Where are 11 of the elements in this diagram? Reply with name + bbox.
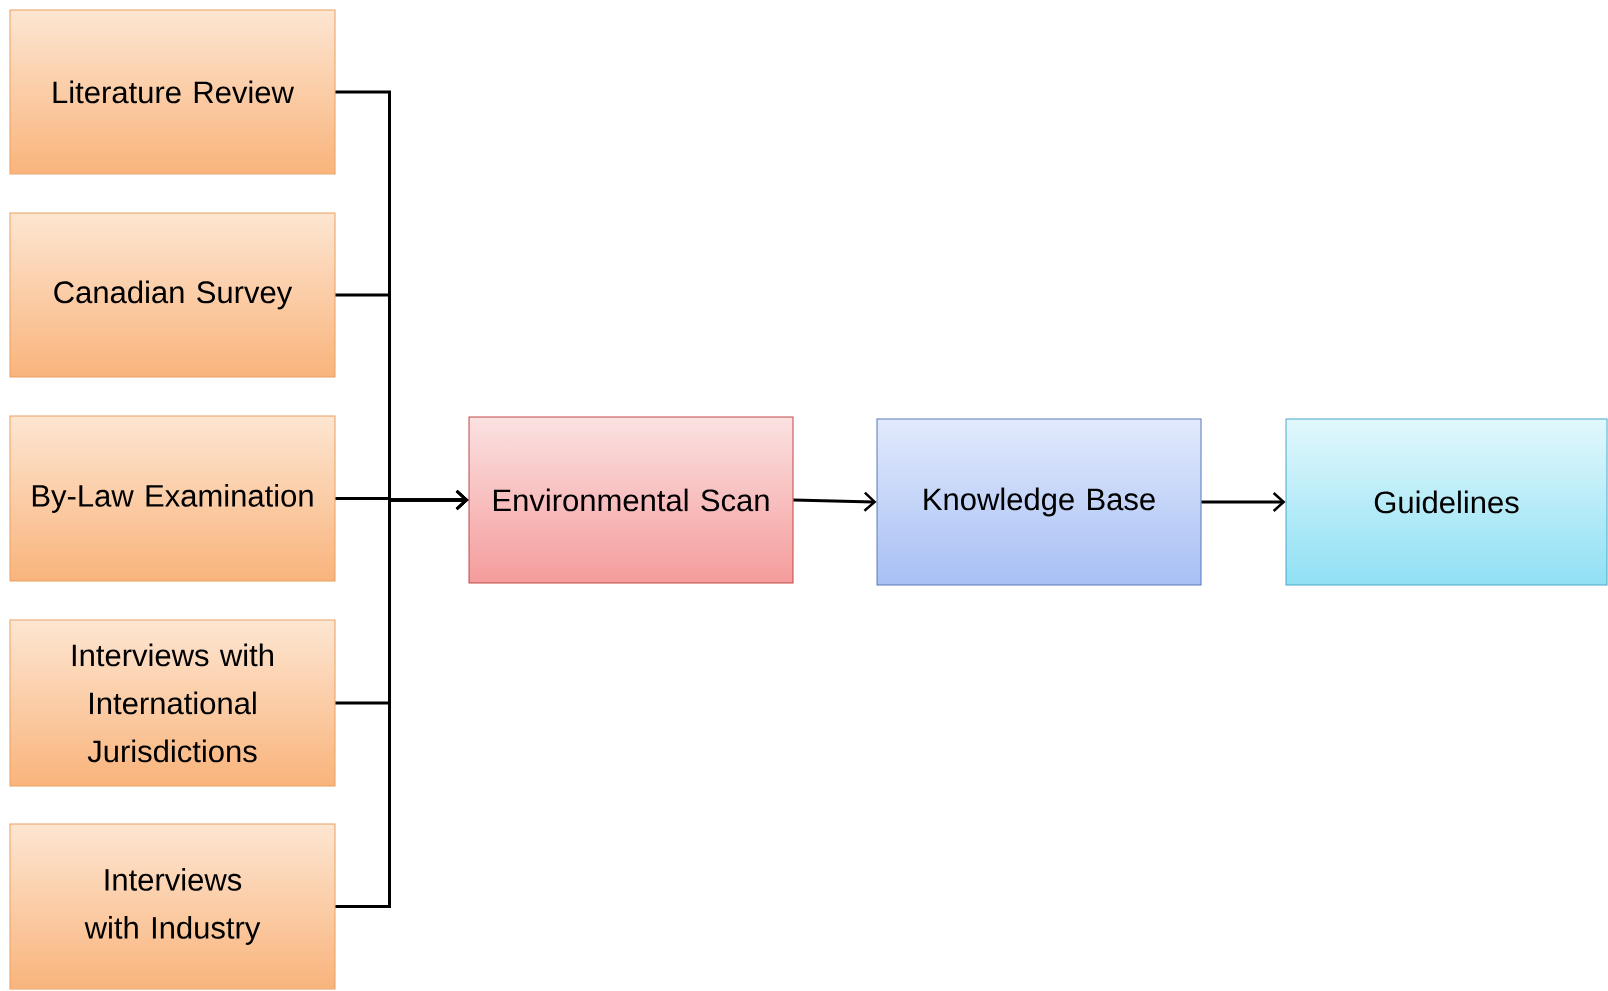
process-box: Canadian Survey bbox=[9, 212, 336, 378]
process-box: Interviews with Industry bbox=[9, 823, 336, 990]
process-box: Environmental Scan bbox=[468, 416, 794, 584]
process-box: Literature Review bbox=[9, 9, 336, 175]
process-box: Interviews with International Jurisdictions bbox=[9, 619, 336, 787]
arrow bbox=[1201, 492, 1286, 512]
process-box: Knowledge Base bbox=[876, 418, 1202, 586]
process-box: Guidelines bbox=[1285, 418, 1608, 586]
arrow bbox=[793, 491, 877, 512]
arrow bbox=[335, 490, 469, 908]
process-box: By-Law Examination bbox=[9, 415, 336, 582]
